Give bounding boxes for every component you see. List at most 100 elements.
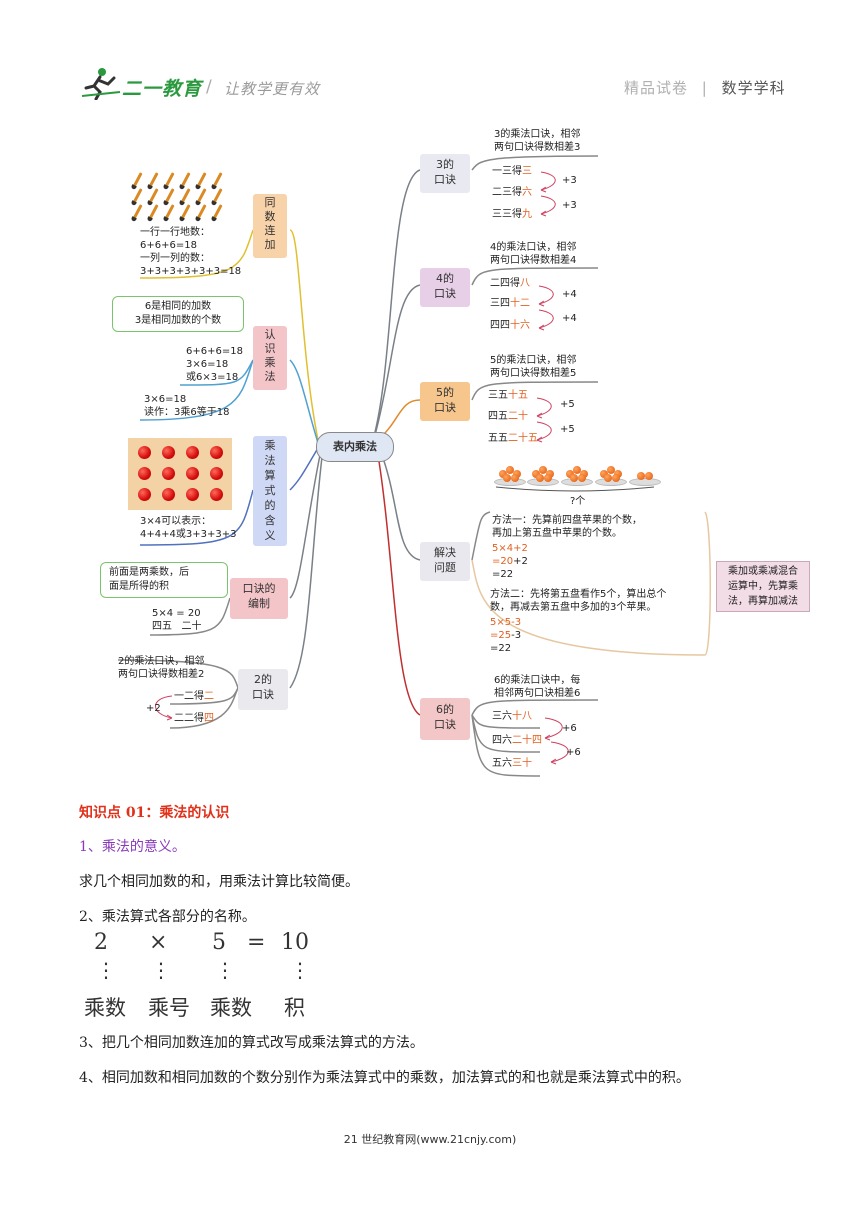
row-prefix: 三三得 [492, 209, 522, 220]
equation-operator: × [149, 930, 168, 955]
row-value: 六 [522, 187, 532, 198]
row-prefix: 四六 [492, 735, 512, 746]
branch-same-add-label-text: 同 数 连 加 [264, 196, 276, 251]
compile-bubble: 前面是两乘数，后 面是所得的积 [100, 562, 228, 598]
subject-label: 数学学科 [721, 79, 786, 97]
logo-text: 二一教育 [122, 78, 203, 100]
read-line: 3×6=18 [144, 394, 187, 405]
branch-5-step-1: +5 [560, 399, 575, 410]
branch-6-label-text: 6的 口诀 [434, 703, 456, 731]
branch-5-step-2: +5 [560, 424, 575, 435]
branch-6-row-1: 三六十八 [492, 710, 532, 723]
branch-3-step-2: +3 [562, 200, 577, 211]
branch-4-note: 4的乘法口诀，相邻 两句口诀得数相差4 [490, 242, 577, 266]
item-3-text: 3、把几个相同加数连加的算式改写成乘法算式的方法。 [79, 1035, 424, 1051]
footer: 21 世纪教育网(www.21cnjy.com) [343, 1133, 517, 1146]
equation-factor-a: 2 [94, 930, 108, 955]
branch-3-label: 3的 口诀 [420, 154, 470, 193]
row-value: 二 [204, 691, 214, 702]
branch-6-step-2: +6 [566, 747, 581, 758]
branch-2-label-text: 2的 口诀 [252, 673, 274, 701]
row-value: 十五 [508, 390, 528, 401]
know-bubble: 6是相同的加数 3是相同加数的个数 [112, 296, 244, 332]
header-divider: | [701, 79, 708, 97]
item-1-heading: 1、乘法的意义。 [79, 839, 186, 855]
calc-line: 或6×3=18 [186, 372, 239, 383]
branch-4-step-1: +4 [562, 289, 577, 300]
row-value: 九 [522, 209, 532, 220]
row-value: 十六 [510, 320, 530, 331]
item-2-heading: 2、乘法算式各部分的名称。 [79, 909, 256, 925]
row-value: 八 [520, 278, 530, 289]
branch-3-row-3: 三三得九 [492, 208, 532, 221]
text-line: 3+3+3+3+3+3=18 [140, 266, 242, 277]
branch-same-add-label: 同 数 连 加 [253, 194, 287, 258]
rule-box: 乘加或乘减混合 运算中，先算乘 法，再算加减法 [716, 561, 810, 612]
branch-6-note: 6的乘法口诀中，每 相邻两句口诀相差6 [494, 675, 581, 699]
center-node: 表内乘法 [316, 432, 394, 462]
text-line: 5×4 = 20 [152, 608, 201, 619]
branch-3-note: 3的乘法口诀，相邻 两句口诀得数相差3 [494, 129, 581, 153]
row-value: 三 [522, 166, 532, 177]
equation-factor-b: 5 [212, 930, 226, 955]
name-product: 积 [284, 996, 305, 1020]
branch-5-note: 5的乘法口诀，相邻 两句口诀得数相差5 [490, 355, 577, 379]
method-2: 方法二：先将第五盘看作5个，算出总个 数，再减去第五盘中多加的3个苹果。 [490, 589, 667, 613]
branch-compile-label: 口诀的 编制 [230, 578, 288, 619]
row-prefix: 三六 [492, 711, 512, 722]
branch-3-row-1: 一三得三 [492, 165, 532, 178]
row-prefix: 二二得 [174, 713, 204, 724]
row-value: 二十五 [508, 433, 538, 444]
row-prefix: 四四 [490, 320, 510, 331]
calc-line: 5×4+2 [492, 543, 528, 554]
calc-line: 5×5-3 [490, 617, 522, 628]
branch-5-row-2: 四五二十 [488, 410, 528, 423]
text-line: 4+4+4或3+3+3+3 [140, 529, 237, 540]
text-line: 一行一行地数： [140, 227, 210, 238]
branch-2-step: +2 [146, 703, 161, 714]
branch-4-row-2: 三四十二 [490, 297, 530, 310]
runner-logo-icon [81, 68, 121, 100]
branch-4-row-3: 四四十六 [490, 319, 530, 332]
row-prefix: 二三得 [492, 187, 522, 198]
name-operator: 乘号 [148, 996, 190, 1020]
item-1-text: 求几个相同加数的和，用乘法计算比较简便。 [79, 874, 359, 890]
dots-a: ⋮ [96, 958, 116, 982]
branch-5-label: 5的 口诀 [420, 382, 470, 421]
row-prefix: 一三得 [492, 166, 522, 177]
mindmap-connectors [117, 155, 711, 777]
name-factor-a: 乘数 [84, 996, 126, 1020]
meaning-text: 3×4可以表示： 4+4+4或3+3+3+3 [140, 515, 236, 541]
branch-compile-label-text: 口诀的 编制 [242, 582, 276, 610]
branch-4-step-2: +4 [562, 313, 577, 324]
branch-3-step-1: +3 [562, 175, 577, 186]
branch-solve-label-text: 解决 问题 [434, 546, 456, 574]
row-value: 二十四 [512, 735, 542, 746]
row-prefix: 二四得 [490, 278, 520, 289]
paper-type-label: 精品试卷 [624, 79, 689, 97]
equation-product: 10 [281, 930, 309, 955]
row-prefix: 三四 [490, 298, 510, 309]
branch-2-note: 2的乘法口诀，相邻 两句口诀得数相差2 [118, 656, 205, 680]
item-4-text: 4、相同加数和相同加数的个数分别作为乘法算式中的乘数，加法算式的和也就是乘法算式… [79, 1070, 690, 1086]
branch-meaning-label-text: 乘 法 算 式 的 含 义 [264, 439, 276, 542]
branch-6-step-1: +6 [562, 723, 577, 734]
row-value: 四 [204, 713, 214, 724]
plates-question: ?个 [570, 496, 586, 507]
calc-line: =22 [492, 569, 514, 580]
branch-5-row-3: 五五二十五 [488, 432, 538, 445]
branch-3-label-text: 3的 口诀 [434, 158, 456, 186]
calc-line: =25-3 [490, 630, 522, 641]
dots-c: ⋮ [290, 958, 310, 982]
branch-4-label-text: 4的 口诀 [434, 272, 456, 300]
dots-b: ⋮ [215, 958, 235, 982]
row-prefix: 五五 [488, 433, 508, 444]
calc-line: 3×6=18 [186, 359, 229, 370]
method-1-calc: 5×4+2 =20+2 =22 [492, 542, 528, 581]
calc-line: 6+6+6=18 [186, 346, 243, 357]
row-prefix: 一二得 [174, 691, 204, 702]
know-calc: 6+6+6=18 3×6=18 或6×3=18 [186, 345, 243, 384]
method-1: 方法一：先算前四盘苹果的个数， 再加上第五盘中苹果的个数。 [492, 515, 642, 539]
branch-5-label-text: 5的 口诀 [434, 386, 456, 414]
header-separator: / [206, 77, 212, 97]
